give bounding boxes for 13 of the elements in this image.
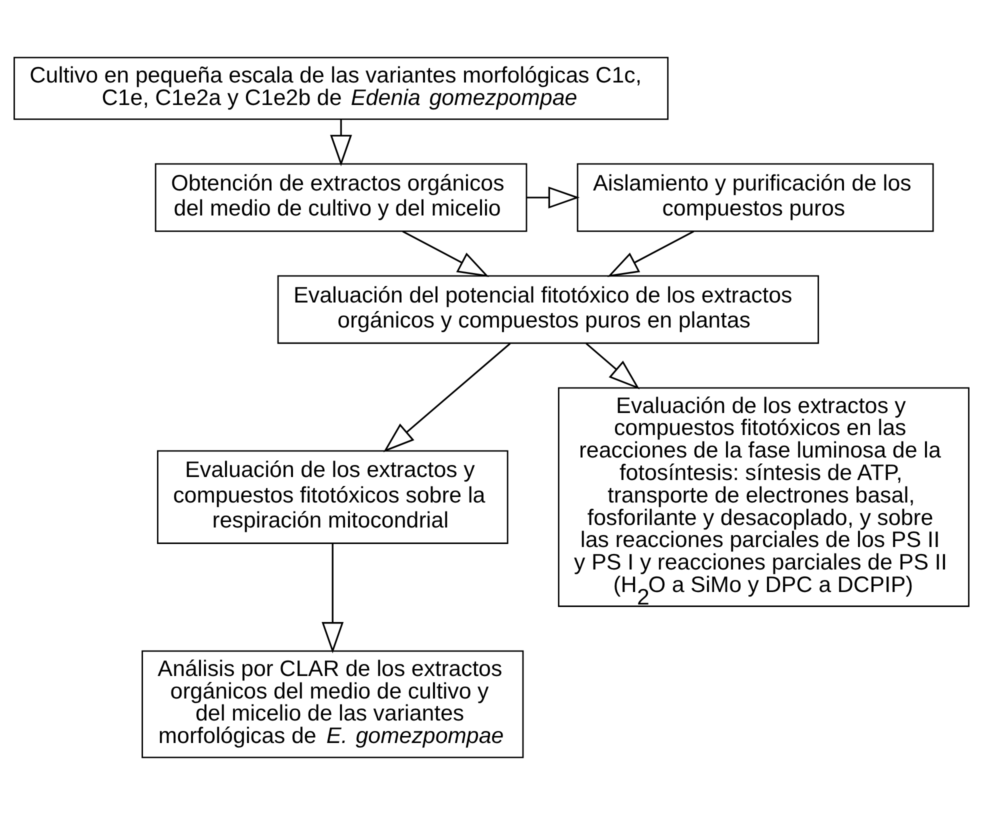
- node-box: Aislamiento y purificación de los compuestos puros: [576, 163, 934, 232]
- node-box: Análisis por CLAR de los extractos orgánicos del medio de cultivo y del micelio de las variantes morfológicas de E. gomezpompae: [142, 650, 524, 758]
- arrow: [402, 230, 490, 277]
- arrow: [607, 230, 694, 277]
- arrow: [526, 186, 580, 209]
- node-box: Evaluación de los extractos y compuestos fitotóxicos sobre la respiración mitocondrial: [157, 450, 508, 544]
- arrow: [586, 342, 640, 390]
- node-box: Evaluación del potencial fitotóxico de los extractos orgánicos y compuestos puros en plantas: [277, 275, 819, 344]
- node-box: Obtención de extractos orgánicos del medio de cultivo y del micelio: [154, 163, 528, 232]
- arrow: [383, 342, 511, 452]
- arrow: [322, 543, 344, 654]
- arrow: [330, 119, 352, 166]
- node-box: Cultivo en pequeña escala de las variantes morfológicas C1c, C1e, C1e2a y C1e2b de Edenia gomezpompae: [14, 56, 669, 120]
